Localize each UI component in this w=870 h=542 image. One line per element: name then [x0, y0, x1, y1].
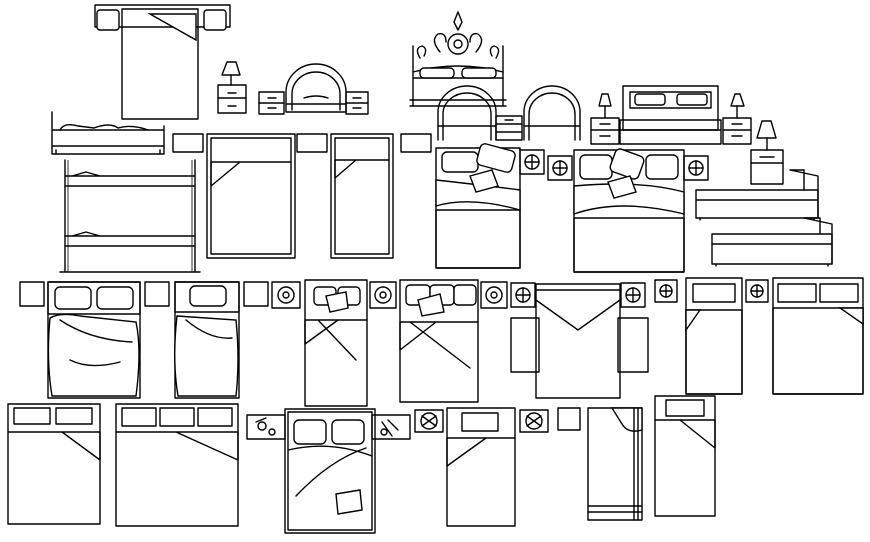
single-bed-plan-icon — [206, 133, 296, 259]
quilted-double-bed-plan — [435, 143, 521, 269]
plant-pot-icon — [519, 149, 709, 181]
single-bed-plan-icon — [7, 403, 101, 525]
double-bed-elevation-with-lamps — [590, 85, 752, 145]
single-bed-with-lamps-plan — [271, 279, 397, 407]
patterned-double-bed-plan — [772, 277, 864, 395]
single-bed-plan-icon — [330, 133, 394, 259]
nightstand-plan-icon — [557, 407, 581, 431]
single-bed-elevation-left — [51, 111, 165, 155]
double-bed-plan-icon — [115, 403, 239, 527]
single-bed-plan-icon — [654, 395, 716, 517]
quilted-double-bed-plan — [573, 148, 685, 273]
double-bed-with-pillows-plan — [399, 279, 508, 403]
small-nightstand-with-lamp — [750, 120, 784, 185]
sketchy-double-bed-plan — [246, 408, 411, 534]
plant-pot-icon — [414, 409, 549, 433]
striped-single-bed-plan — [174, 281, 269, 399]
gridded-bed-with-rugs-plan — [510, 279, 678, 399]
single-bed-folded-corner-plan — [587, 407, 643, 521]
nightstand-plan-icon — [400, 133, 432, 153]
bed-elevation-pair-with-nightstand — [437, 85, 581, 141]
single-bed-plan-icon — [446, 407, 516, 527]
bed-elevation-arched-headboard — [258, 63, 369, 115]
striped-double-bed-plan — [19, 281, 170, 399]
day-bed-elevation-pair — [695, 169, 833, 267]
patterned-double-bed-with-nightstands — [94, 4, 231, 120]
ornate-headboard-elevation — [409, 11, 507, 107]
bunk-bed-icon — [59, 159, 201, 273]
nightstand-plan-icon — [172, 133, 204, 153]
nightstand-with-lamp-left — [217, 61, 247, 114]
patterned-single-bed-plan — [685, 277, 769, 395]
nightstand-plan-icon — [296, 133, 328, 153]
